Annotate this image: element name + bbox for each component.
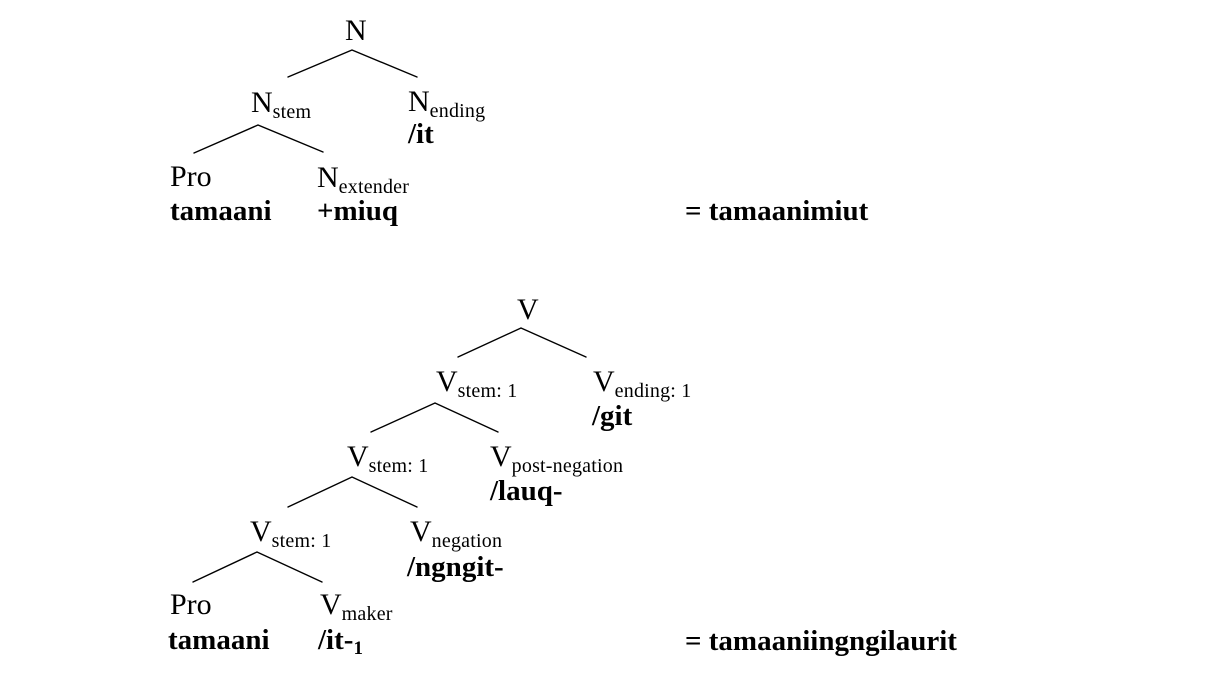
- verb-negation-subscript: negation: [431, 530, 503, 552]
- verb-negation-category: V: [410, 515, 432, 548]
- verb-stem-mid-node: Vstem: 1: [347, 442, 428, 481]
- verb-root-node: V: [517, 293, 539, 326]
- verb-ending-category: V: [593, 365, 615, 398]
- noun-ending-subscript: ending: [429, 100, 486, 122]
- verb-maker-category: V: [320, 588, 342, 621]
- verb-stem-low-branches: [192, 551, 323, 583]
- noun-stem-branches: [193, 124, 324, 154]
- verb-post-negation-category: V: [490, 440, 512, 473]
- verb-pro-morpheme: tamaani: [168, 624, 270, 656]
- noun-extender-category: N: [317, 161, 339, 194]
- noun-extender-subscript: extender: [338, 176, 410, 198]
- noun-ending-morpheme: /it: [408, 118, 434, 150]
- verb-maker-morpheme-subscript: 1: [353, 638, 363, 659]
- verb-negation-node: Vnegation: [410, 517, 502, 556]
- verb-stem-low-subscript: stem: 1: [271, 530, 332, 552]
- noun-extender-node: Nextender: [317, 163, 409, 202]
- verb-root-branches: [457, 327, 587, 358]
- verb-maker-subscript: maker: [341, 603, 393, 625]
- verb-stem-mid-subscript: stem: 1: [368, 455, 429, 477]
- verb-post-negation-morpheme: /lauq-: [490, 475, 563, 507]
- verb-stem-top-branches: [370, 402, 499, 433]
- noun-extender-morpheme: +miuq: [317, 195, 398, 227]
- verb-maker-morpheme-text: /it-: [318, 624, 354, 656]
- noun-stem-node: Nstem: [251, 88, 311, 127]
- verb-maker-morpheme: /it-1: [318, 625, 363, 664]
- verb-negation-morpheme: /ngngit-: [407, 551, 504, 583]
- verb-pro-node: Pro: [170, 588, 212, 621]
- noun-root-node: N: [345, 14, 367, 47]
- noun-ending-category: N: [408, 85, 430, 118]
- verb-ending-subscript: ending: 1: [614, 380, 692, 402]
- noun-pro-morpheme: tamaani: [170, 195, 272, 227]
- noun-pro-node: Pro: [170, 160, 212, 193]
- verb-ending-node: Vending: 1: [593, 367, 691, 406]
- verb-stem-top-category: V: [436, 365, 458, 398]
- verb-tree-result: = tamaaniingngilaurit: [685, 625, 957, 657]
- verb-stem-low-node: Vstem: 1: [250, 517, 331, 556]
- noun-stem-category: N: [251, 86, 273, 119]
- noun-stem-subscript: stem: [272, 101, 312, 123]
- verb-stem-low-category: V: [250, 515, 272, 548]
- verb-post-negation-node: Vpost-negation: [490, 442, 623, 481]
- verb-maker-node: Vmaker: [320, 590, 393, 629]
- verb-stem-top-node: Vstem: 1: [436, 367, 517, 406]
- verb-ending-morpheme: /git: [592, 400, 633, 432]
- noun-tree-result: = tamaanimiut: [685, 195, 869, 227]
- verb-stem-mid-branches: [287, 476, 418, 508]
- noun-root-branches: [287, 49, 418, 78]
- verb-stem-mid-category: V: [347, 440, 369, 473]
- verb-stem-top-subscript: stem: 1: [457, 380, 518, 402]
- verb-post-negation-subscript: post-negation: [511, 455, 624, 477]
- noun-ending-node: Nending: [408, 87, 485, 126]
